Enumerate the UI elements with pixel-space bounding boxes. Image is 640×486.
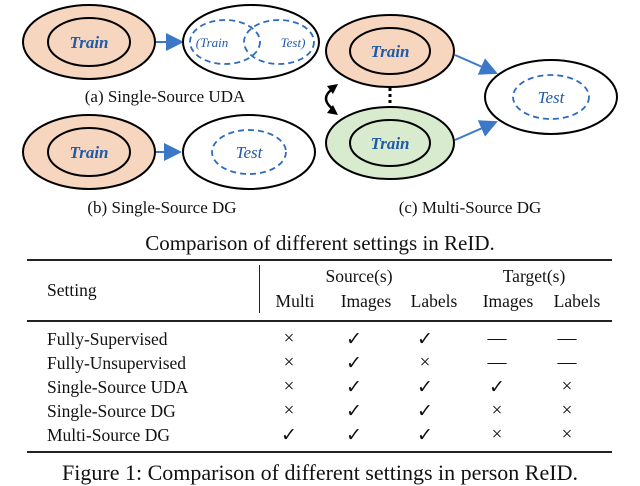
caption-c: (c) Multi-Source DG — [399, 198, 542, 217]
source-inner-a — [47, 17, 131, 67]
header-setting: Setting — [47, 280, 97, 300]
table-cell: — — [557, 352, 577, 373]
table-cell: × — [561, 376, 573, 397]
table-top-rule — [27, 259, 612, 261]
panel-c-multi-source-dg: Train Train Test (c) Multi-Source DG — [324, 14, 618, 217]
train-label-c2: Train — [370, 134, 409, 153]
table-cell: × — [491, 424, 503, 445]
table-header-rule — [27, 320, 612, 322]
panel-b-single-source-dg: Train Test (b) Single-Source DG — [22, 114, 316, 217]
table-row-label: Fully-Supervised — [47, 329, 168, 349]
table-cell: ✓ — [346, 425, 362, 446]
table-cell: ✓ — [346, 377, 362, 398]
train-label-a: Train — [69, 33, 108, 52]
table-row-label: Fully-Unsupervised — [47, 353, 187, 373]
table-cell: ✓ — [489, 377, 505, 398]
train-label-b: Train — [69, 143, 108, 162]
header-col-multi: Multi — [275, 291, 315, 311]
caption-b: (b) Single-Source DG — [87, 198, 236, 217]
table-cell: — — [557, 328, 577, 349]
overlap-left-a — [189, 19, 261, 65]
table-title: Comparison of different settings in ReID… — [145, 231, 495, 255]
source-inner-c2 — [349, 119, 431, 167]
arrow-c2 — [454, 120, 498, 141]
inner-test-label-a: Test) — [281, 35, 306, 50]
caption-a: (a) Single-Source UDA — [85, 87, 246, 106]
header-col-source-labels: Labels — [410, 291, 458, 311]
table-cell: × — [283, 400, 295, 421]
inner-train-label-a: (Train — [196, 35, 229, 50]
arrow-c1 — [454, 54, 498, 75]
curved-arrow-head-top-c — [327, 84, 338, 94]
table-cell: ✓ — [417, 401, 433, 422]
panel-a-single-source-uda: Train (Train Test) (a) Single-Source UDA — [22, 4, 320, 106]
test-label-b: Test — [236, 143, 264, 162]
table-cell: ✓ — [281, 425, 297, 446]
table-cell: × — [561, 400, 573, 421]
table-cell: × — [419, 352, 431, 373]
table-cell: ✓ — [346, 329, 362, 350]
table-cell: — — [487, 352, 507, 373]
table-cell: × — [283, 328, 295, 349]
train-label-c1: Train — [370, 42, 409, 61]
table-cell: ✓ — [346, 401, 362, 422]
table-bottom-rule — [27, 451, 612, 453]
target-inner-c — [512, 74, 590, 120]
table-cell: ✓ — [346, 353, 362, 374]
settings-diagram: Train (Train Test) (a) Single-Source UDA… — [22, 4, 618, 217]
header-col-target-images: Images — [482, 291, 534, 311]
test-label-c: Test — [538, 88, 566, 107]
header-col-source-images: Images — [340, 291, 392, 311]
table-row-label: Multi-Source DG — [47, 425, 170, 445]
figure-caption: Figure 1: Comparison of different settin… — [62, 460, 578, 485]
table-cell: — — [487, 328, 507, 349]
table-cell: ✓ — [417, 329, 433, 350]
table-row-label: Single-Source UDA — [47, 377, 189, 397]
table-cell: ✓ — [417, 425, 433, 446]
table-cell: × — [283, 352, 295, 373]
target-inner-b — [211, 129, 287, 175]
table-cell: × — [491, 400, 503, 421]
overlap-right-a — [243, 19, 315, 65]
header-source-group: Source(s) — [325, 266, 393, 286]
table-cell: × — [283, 376, 295, 397]
header-col-target-labels: Labels — [553, 291, 601, 311]
target-domain-a — [182, 4, 320, 80]
target-domain-b — [182, 114, 316, 190]
header-column-divider — [259, 265, 261, 313]
header-target-group: Target(s) — [502, 266, 566, 286]
table-row-label: Single-Source DG — [47, 401, 176, 421]
table-cell: ✓ — [417, 377, 433, 398]
table-cell: × — [561, 424, 573, 445]
curved-arrow-head-bottom-c — [327, 105, 338, 115]
source-inner-b — [47, 127, 131, 177]
target-domain-c — [484, 59, 618, 135]
source-inner-c1 — [349, 27, 431, 75]
